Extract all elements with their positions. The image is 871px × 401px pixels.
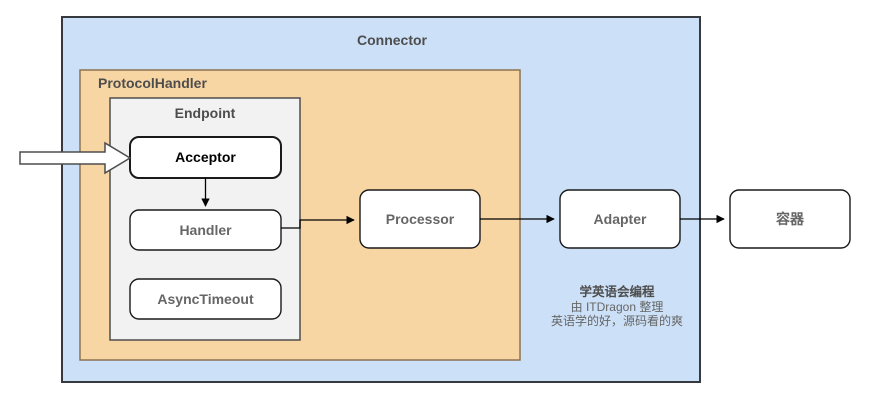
- async-timeout-node: [129, 278, 282, 320]
- container-node: [729, 189, 851, 249]
- note-slogan: 英语学的好，源码看的爽: [551, 313, 683, 328]
- adapter-label: Adapter: [594, 211, 647, 227]
- processor-label: Processor: [386, 211, 455, 227]
- acceptor-label: Acceptor: [175, 149, 236, 165]
- inbound-request-arrow-icon: [19, 141, 132, 175]
- handler-node: [129, 209, 282, 251]
- endpoint-label: Endpoint: [175, 105, 236, 121]
- note-title: 学英语会编程: [579, 284, 655, 299]
- note-author: 由 ITDragon 整理: [571, 299, 664, 314]
- protocol-handler-label: ProtocolHandler: [98, 75, 207, 91]
- handler-label: Handler: [179, 222, 232, 238]
- container-label: 容器: [775, 211, 805, 227]
- async-timeout-label: AsyncTimeout: [157, 291, 254, 307]
- edge-handler-to-processor: [281, 215, 355, 229]
- connector-label: Connector: [357, 32, 428, 48]
